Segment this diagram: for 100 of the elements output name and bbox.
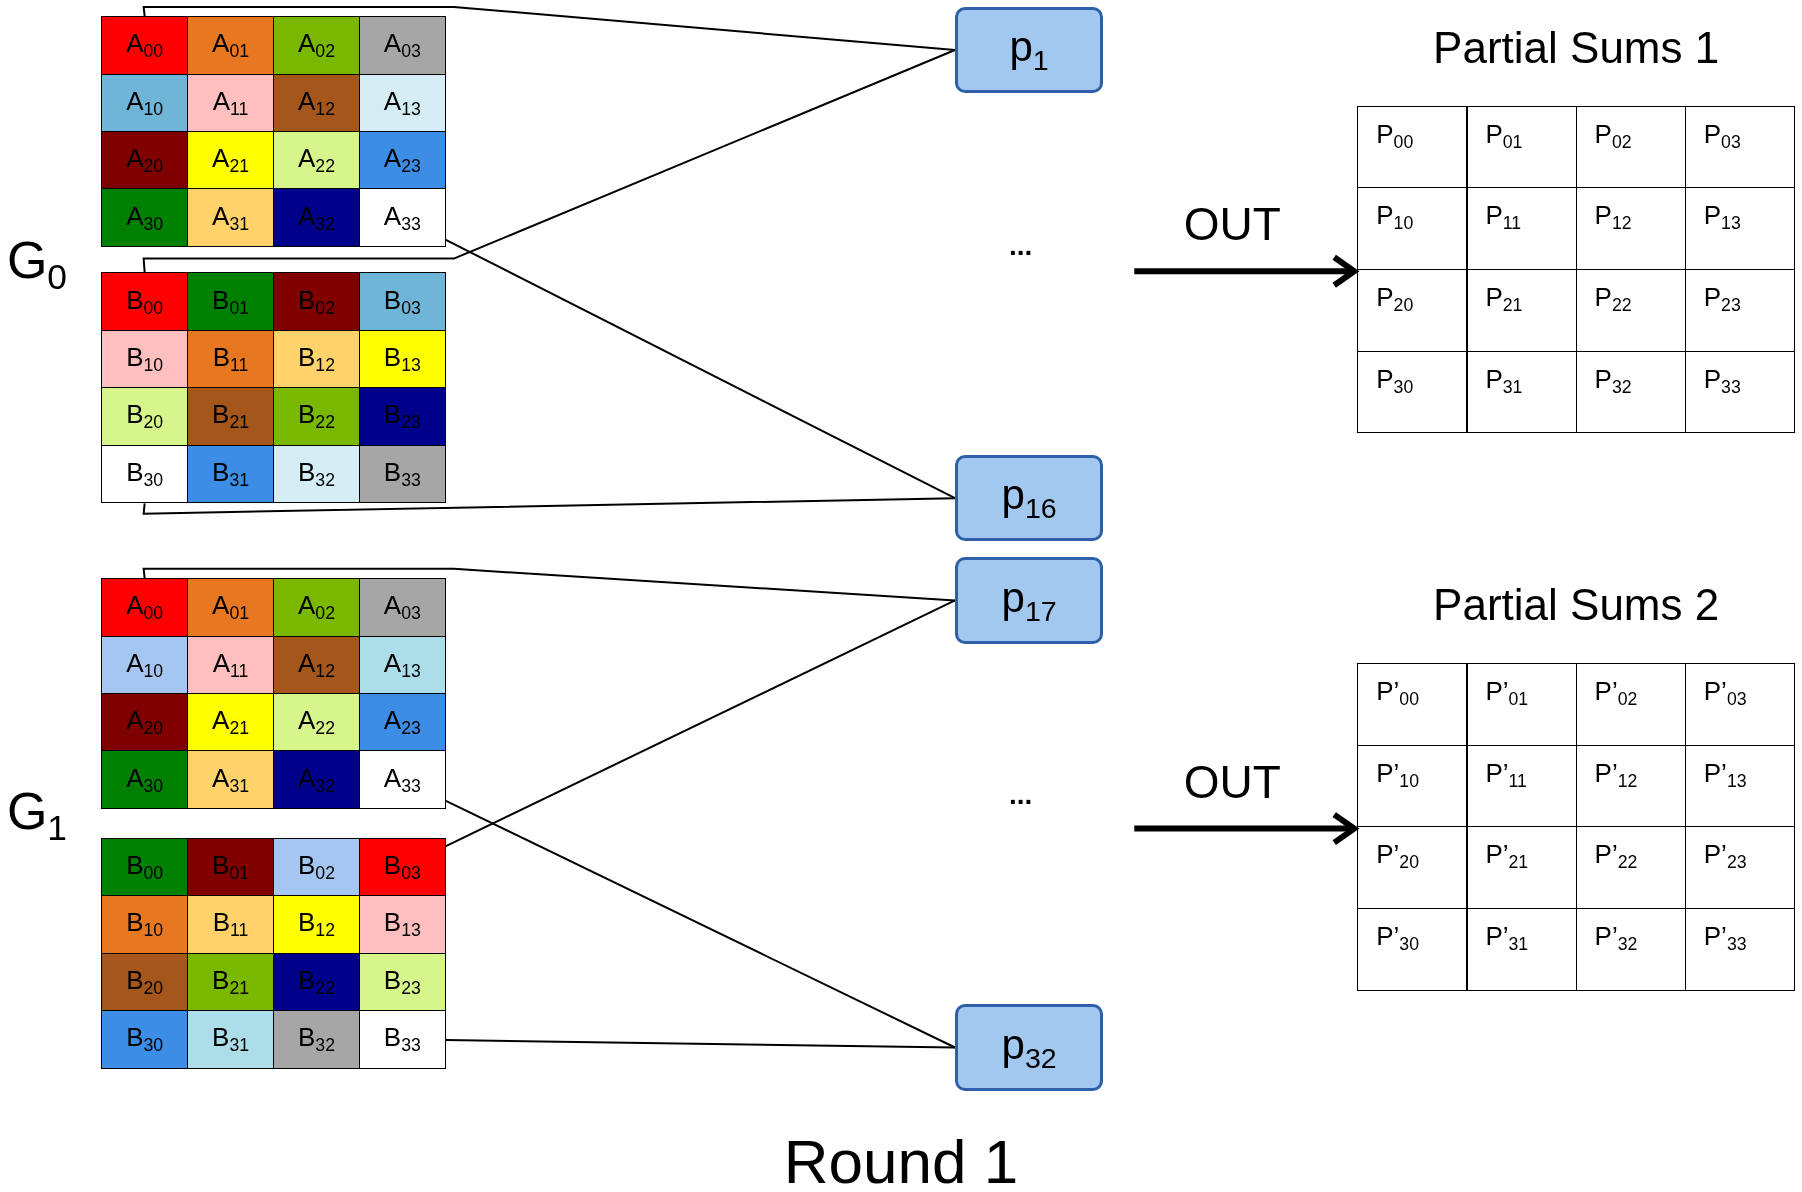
matrix-cell: B$_{30}$ bbox=[101, 1010, 189, 1069]
matrix-cell: B$_{13}$ bbox=[358, 329, 446, 389]
matrix-cell: A$_{21}$ bbox=[187, 131, 275, 190]
matrix-cell: A$_{33}$ bbox=[358, 188, 446, 248]
matrix-cell: B$_{33}$ bbox=[358, 444, 446, 504]
table-cell: P’$_{30}$ bbox=[1357, 907, 1468, 991]
matrix-cell: A$_{23}$ bbox=[358, 131, 446, 190]
matrix-cell: A$_{13}$ bbox=[358, 635, 446, 695]
matrix-cell: B$_{10}$ bbox=[101, 895, 189, 954]
matrix-cell: B$_{33}$ bbox=[358, 1010, 446, 1069]
matrix-cell: A$_{01}$ bbox=[187, 578, 275, 637]
matrix-cell: A$_{02}$ bbox=[272, 578, 360, 637]
matrix-cell: B$_{20}$ bbox=[101, 387, 189, 446]
caption: Round 1 bbox=[782, 1126, 1020, 1192]
table-heading: Partial Sums 1 bbox=[1432, 23, 1721, 73]
matrix-cell: B$_{02}$ bbox=[272, 272, 360, 331]
matrix-cell: B$_{22}$ bbox=[272, 387, 360, 446]
matrix-cell: A$_{03}$ bbox=[358, 16, 446, 75]
matrix-cell: B$_{13}$ bbox=[358, 895, 446, 954]
matrix-cell: A$_{03}$ bbox=[358, 578, 446, 637]
processor-box: p$_{16}$ bbox=[955, 455, 1104, 542]
table-cell: P$_{30}$ bbox=[1357, 350, 1468, 434]
table-cell: P’$_{31}$ bbox=[1466, 907, 1577, 991]
ellipsis-text: ... bbox=[1009, 779, 1033, 812]
matrix-cell: B$_{02}$ bbox=[272, 837, 360, 897]
matrix-cell: B$_{21}$ bbox=[187, 387, 275, 446]
matrix-cell: B$_{32}$ bbox=[272, 1010, 360, 1069]
ellipsis-text: ... bbox=[1009, 229, 1033, 262]
table-cell: P’$_{33}$ bbox=[1684, 907, 1796, 991]
connector-line bbox=[142, 567, 956, 602]
connector-line bbox=[142, 49, 956, 274]
group-label: G$_{0}$ bbox=[6, 229, 67, 297]
table-cell: P’$_{10}$ bbox=[1357, 744, 1468, 828]
matrix-cell: B$_{23}$ bbox=[358, 952, 446, 1012]
matrix-cell: A$_{30}$ bbox=[101, 188, 189, 248]
matrix-cell: A$_{20}$ bbox=[101, 131, 189, 190]
table-cell: P’$_{03}$ bbox=[1684, 663, 1796, 746]
matrix-cell: B$_{23}$ bbox=[358, 387, 446, 446]
matrix-cell: B$_{01}$ bbox=[187, 272, 275, 331]
matrix-cell: B$_{12}$ bbox=[272, 329, 360, 389]
matrix-cell: A$_{12}$ bbox=[272, 635, 360, 695]
matrix-cell: A$_{32}$ bbox=[272, 750, 360, 810]
matrix-cell: B$_{01}$ bbox=[187, 837, 275, 897]
matrix-cell: B$_{11}$ bbox=[187, 895, 275, 954]
group-label: G$_{1}$ bbox=[6, 781, 67, 849]
table-cell: P$_{33}$ bbox=[1684, 350, 1796, 434]
matrix-cell: A$_{12}$ bbox=[272, 73, 360, 133]
processor-box: p$_{32}$ bbox=[955, 1004, 1104, 1091]
matrix-cell: A$_{01}$ bbox=[187, 16, 275, 75]
connector-line bbox=[444, 238, 956, 500]
matrix-cell: A$_{00}$ bbox=[101, 578, 189, 637]
matrix-cell: B$_{20}$ bbox=[101, 952, 189, 1012]
table-cell: P’$_{00}$ bbox=[1357, 663, 1468, 746]
matrix-cell: A$_{00}$ bbox=[101, 16, 189, 75]
table-cell: P’$_{20}$ bbox=[1357, 826, 1468, 909]
table-cell: P$_{03}$ bbox=[1684, 105, 1796, 189]
matrix-cell: B$_{10}$ bbox=[101, 329, 189, 389]
arrow bbox=[1134, 811, 1358, 846]
arrow bbox=[1134, 254, 1358, 289]
connector-line bbox=[142, 497, 956, 515]
matrix-cell: A$_{22}$ bbox=[272, 131, 360, 190]
matrix-cell: A$_{33}$ bbox=[358, 750, 446, 810]
matrix-cell: B$_{00}$ bbox=[101, 837, 189, 897]
matrix-cell: B$_{31}$ bbox=[187, 444, 275, 504]
connector-line bbox=[444, 599, 956, 848]
table-cell: P$_{20}$ bbox=[1357, 268, 1468, 352]
connector-line bbox=[444, 1039, 956, 1049]
table-cell: P’$_{01}$ bbox=[1466, 663, 1577, 746]
connector-line bbox=[444, 799, 956, 1049]
matrix-cell: B$_{30}$ bbox=[101, 444, 189, 504]
matrix-cell: A$_{30}$ bbox=[101, 750, 189, 810]
matrix-cell: A$_{13}$ bbox=[358, 73, 446, 133]
matrix-cell: A$_{21}$ bbox=[187, 693, 275, 752]
processor-box: p$_{17}$ bbox=[955, 557, 1104, 644]
matrix-cell: B$_{00}$ bbox=[101, 272, 189, 331]
table-cell: P$_{10}$ bbox=[1357, 187, 1468, 271]
matrix-cell: B$_{11}$ bbox=[187, 329, 275, 389]
matrix-cell: A$_{31}$ bbox=[187, 188, 275, 248]
table-cell: P$_{01}$ bbox=[1466, 105, 1577, 189]
matrix-cell: A$_{10}$ bbox=[101, 635, 189, 695]
matrix-cell: A$_{22}$ bbox=[272, 693, 360, 752]
table-cell: P$_{00}$ bbox=[1357, 105, 1468, 189]
matrix-cell: B$_{22}$ bbox=[272, 952, 360, 1012]
matrix-cell: B$_{12}$ bbox=[272, 895, 360, 954]
matrix-cell: B$_{03}$ bbox=[358, 837, 446, 897]
matrix-cell: B$_{21}$ bbox=[187, 952, 275, 1012]
processor-box: p$_{1}$ bbox=[955, 6, 1104, 94]
matrix-cell: A$_{02}$ bbox=[272, 16, 360, 75]
table-heading: Partial Sums 2 bbox=[1432, 580, 1721, 631]
table-cell: P$_{31}$ bbox=[1466, 350, 1577, 434]
matrix-cell: A$_{10}$ bbox=[101, 73, 189, 133]
connector-line bbox=[142, 5, 956, 51]
matrix-cell: A$_{11}$ bbox=[187, 635, 275, 695]
matrix-cell: B$_{32}$ bbox=[272, 444, 360, 504]
matrix-cell: A$_{11}$ bbox=[187, 73, 275, 133]
matrix-cell: A$_{31}$ bbox=[187, 750, 275, 810]
matrix-cell: A$_{20}$ bbox=[101, 693, 189, 752]
matrix-cell: B$_{03}$ bbox=[358, 272, 446, 331]
matrix-cell: A$_{32}$ bbox=[272, 188, 360, 248]
matrix-cell: A$_{23}$ bbox=[358, 693, 446, 752]
